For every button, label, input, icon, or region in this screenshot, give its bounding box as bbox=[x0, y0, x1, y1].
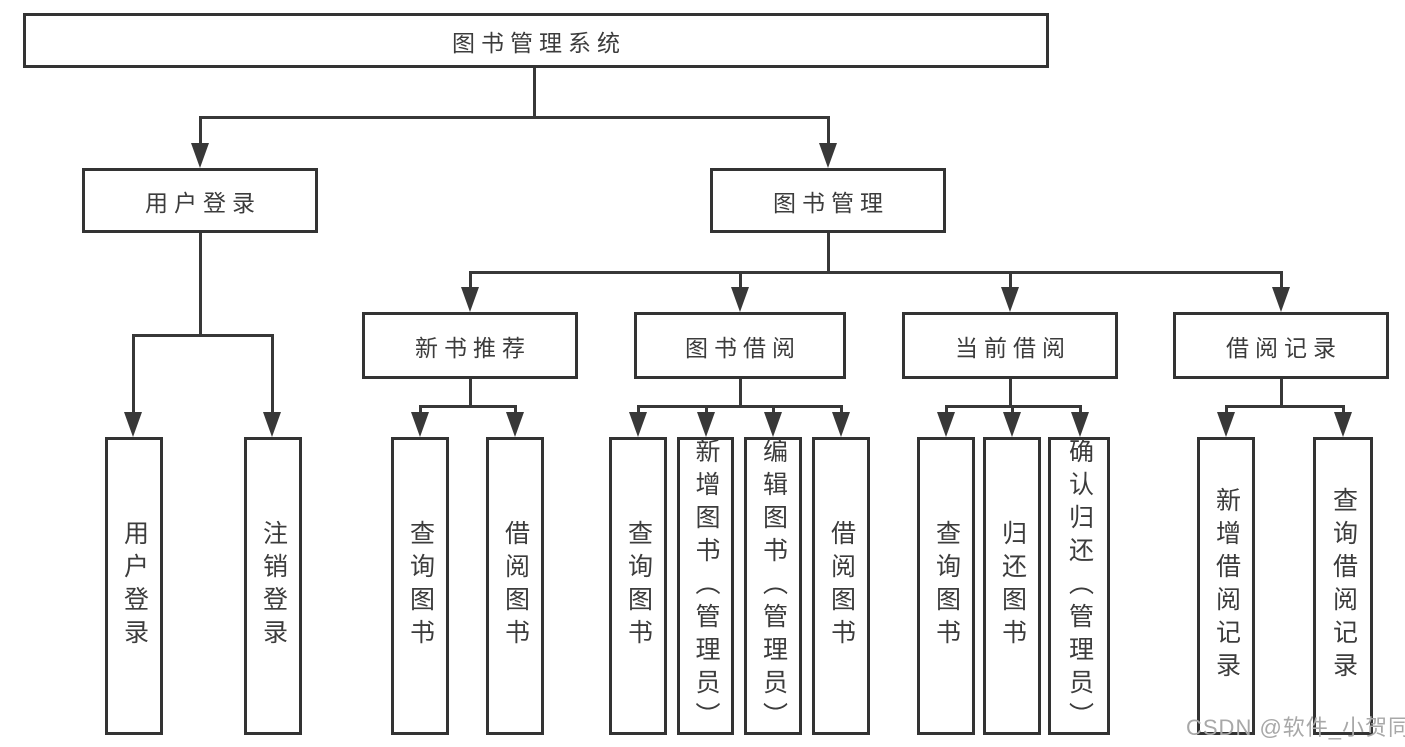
node-label-leaf-user-login: 用户登录 bbox=[120, 520, 149, 652]
csdn-watermark: CSDN @软件_小贺同学 bbox=[1186, 715, 1405, 740]
connector-arrow-stem bbox=[132, 336, 135, 418]
node-module-book-borrowing: 图书借阅 bbox=[634, 312, 846, 379]
node-leaf-add-borrow-record: 新增借阅记录 bbox=[1197, 437, 1255, 735]
node-label-leaf-edit-books-admin: 编辑图书（管理员） bbox=[759, 437, 788, 735]
node-label-leaf-query-books-cur: 查询图书 bbox=[932, 520, 961, 652]
arrowhead-down-icon bbox=[629, 412, 647, 437]
connector-arrow-stem bbox=[1280, 273, 1283, 293]
node-leaf-add-books-admin: 新增图书（管理员） bbox=[677, 437, 734, 735]
connector-hline bbox=[945, 405, 1082, 408]
arrowhead-down-icon bbox=[832, 412, 850, 437]
node-leaf-logout: 注销登录 bbox=[244, 437, 302, 735]
node-leaf-query-books-cur: 查询图书 bbox=[917, 437, 975, 735]
node-label-leaf-query-books-bor: 查询图书 bbox=[624, 520, 653, 652]
node-label-leaf-logout: 注销登录 bbox=[259, 520, 288, 652]
node-leaf-edit-books-admin: 编辑图书（管理员） bbox=[744, 437, 802, 735]
node-module-new-book-recommend: 新书推荐 bbox=[362, 312, 578, 379]
arrowhead-down-icon bbox=[1071, 412, 1089, 437]
node-module-current-borrowing: 当前借阅 bbox=[902, 312, 1118, 379]
node-label-leaf-borrow-books-rec: 借阅图书 bbox=[501, 520, 530, 652]
node-leaf-confirm-return-admin: 确认归还（管理员） bbox=[1048, 437, 1110, 735]
node-label-module-new-book-recommend: 新书推荐 bbox=[415, 334, 531, 361]
node-leaf-user-login: 用户登录 bbox=[105, 437, 163, 735]
connector-vline bbox=[469, 379, 472, 408]
connector-vline bbox=[199, 233, 202, 337]
arrowhead-down-icon bbox=[263, 412, 281, 437]
arrowhead-down-icon bbox=[506, 412, 524, 437]
connector-hline bbox=[637, 405, 843, 408]
connector-vline bbox=[1280, 379, 1283, 408]
connector-vline bbox=[1009, 379, 1012, 408]
arrowhead-down-icon bbox=[819, 143, 837, 168]
arrowhead-down-icon bbox=[191, 143, 209, 168]
connector-vline bbox=[827, 233, 830, 274]
node-label-leaf-return-books: 归还图书 bbox=[998, 520, 1027, 652]
connector-hline bbox=[132, 334, 274, 337]
node-leaf-borrow-books-rec: 借阅图书 bbox=[486, 437, 544, 735]
connector-hline bbox=[469, 271, 1283, 274]
node-label-leaf-query-books-rec: 查询图书 bbox=[406, 520, 435, 652]
arrowhead-down-icon bbox=[1272, 287, 1290, 312]
arrowhead-down-icon bbox=[1334, 412, 1352, 437]
arrowhead-down-icon bbox=[461, 287, 479, 312]
arrowhead-down-icon bbox=[1003, 412, 1021, 437]
node-label-leaf-add-borrow-record: 新增借阅记录 bbox=[1212, 487, 1241, 685]
node-label-module-user-login: 用户登录 bbox=[145, 189, 261, 216]
connector-arrow-stem bbox=[199, 118, 202, 149]
node-leaf-borrow-books-bor: 借阅图书 bbox=[812, 437, 870, 735]
arrowhead-down-icon bbox=[1001, 287, 1019, 312]
connector-arrow-stem bbox=[827, 118, 830, 149]
node-module-user-login: 用户登录 bbox=[82, 168, 318, 233]
arrowhead-down-icon bbox=[937, 412, 955, 437]
node-leaf-query-borrow-record: 查询借阅记录 bbox=[1313, 437, 1373, 735]
connector-vline bbox=[739, 379, 742, 408]
node-label-leaf-borrow-books-bor: 借阅图书 bbox=[827, 520, 856, 652]
node-label-root-system: 图书管理系统 bbox=[452, 29, 626, 56]
connector-arrow-stem bbox=[271, 336, 274, 418]
arrowhead-down-icon bbox=[731, 287, 749, 312]
arrowhead-down-icon bbox=[124, 412, 142, 437]
node-module-book-management: 图书管理 bbox=[710, 168, 946, 233]
node-label-leaf-confirm-return-admin: 确认归还（管理员） bbox=[1065, 437, 1094, 735]
arrowhead-down-icon bbox=[411, 412, 429, 437]
connector-hline bbox=[1225, 405, 1345, 408]
arrowhead-down-icon bbox=[764, 412, 782, 437]
connector-hline bbox=[199, 116, 830, 119]
node-leaf-return-books: 归还图书 bbox=[983, 437, 1041, 735]
node-leaf-query-books-bor: 查询图书 bbox=[609, 437, 667, 735]
node-label-module-book-management: 图书管理 bbox=[773, 189, 889, 216]
node-label-module-current-borrowing: 当前借阅 bbox=[955, 334, 1071, 361]
connector-vline bbox=[533, 68, 536, 119]
node-label-module-book-borrowing: 图书借阅 bbox=[685, 334, 801, 361]
arrowhead-down-icon bbox=[1217, 412, 1235, 437]
node-label-leaf-add-books-admin: 新增图书（管理员） bbox=[692, 437, 720, 735]
node-leaf-query-books-rec: 查询图书 bbox=[391, 437, 449, 735]
node-label-leaf-query-borrow-record: 查询借阅记录 bbox=[1329, 487, 1358, 685]
arrowhead-down-icon bbox=[697, 412, 715, 437]
node-root-system: 图书管理系统 bbox=[23, 13, 1049, 68]
connector-hline bbox=[419, 405, 517, 408]
connector-arrow-stem bbox=[469, 273, 472, 293]
node-module-borrowing-records: 借阅记录 bbox=[1173, 312, 1389, 379]
node-label-module-borrowing-records: 借阅记录 bbox=[1226, 334, 1342, 361]
connector-arrow-stem bbox=[1009, 273, 1012, 293]
connector-arrow-stem bbox=[739, 273, 742, 293]
